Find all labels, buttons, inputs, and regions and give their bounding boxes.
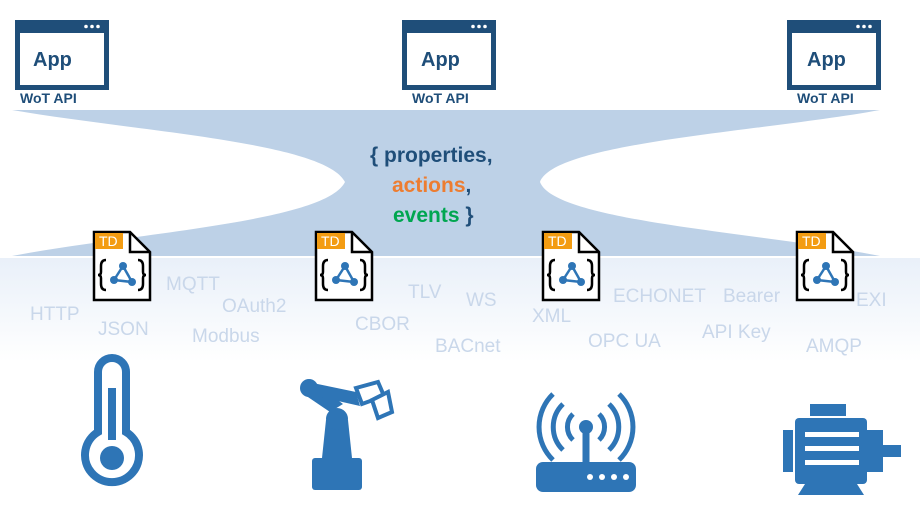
protocol-label: TLV: [408, 282, 442, 303]
app-window-right: App WoT API: [787, 20, 881, 106]
protocol-label: API Key: [702, 322, 771, 343]
protocol-label: OPC UA: [588, 331, 661, 352]
app-label: App: [33, 49, 72, 71]
protocol-label: JSON: [98, 319, 149, 340]
window-dot-icon: [483, 24, 487, 29]
comma: ,: [487, 144, 493, 167]
protocol-labels: HTTP JSON MQTT OAuth2 Modbus TLV WS CBOR…: [30, 274, 887, 357]
td-label: TD: [548, 233, 567, 249]
window-dot-icon: [84, 24, 88, 29]
brace-close: }: [460, 204, 474, 227]
td-badge: [317, 233, 345, 249]
events-label: events: [393, 204, 460, 227]
window-dot-icon: [471, 24, 475, 29]
td-label: TD: [99, 233, 118, 249]
app-label: App: [807, 49, 846, 71]
window-dot-icon: [868, 24, 872, 29]
properties-line: { properties,: [370, 144, 493, 167]
properties-label: properties: [384, 144, 487, 167]
interaction-affordances: { properties, actions, events }: [370, 144, 493, 227]
interaction-band: [12, 110, 880, 256]
wot-api-label: WoT API: [797, 90, 854, 106]
window-dot-icon: [856, 24, 860, 29]
app-window-pane: [792, 33, 876, 85]
protocol-band: [0, 258, 920, 362]
protocol-label: ECHONET: [613, 286, 706, 307]
window-dot-icon: [477, 24, 481, 29]
protocol-label: Modbus: [192, 326, 260, 347]
protocol-label: Bearer: [723, 286, 781, 307]
protocol-label: EXI: [856, 290, 887, 311]
window-dot-icon: [96, 24, 100, 29]
thermometer-icon: [81, 354, 143, 487]
brace-open: {: [370, 144, 384, 167]
actions-label: actions: [392, 174, 466, 197]
wot-api-label: WoT API: [20, 90, 77, 106]
actions-line: actions,: [392, 174, 471, 197]
protocol-label: OAuth2: [222, 296, 286, 317]
td-document-icon: TD: [795, 230, 855, 302]
window-dot-icon: [862, 24, 866, 29]
td-document-icon: TD: [92, 230, 152, 302]
td-label: TD: [321, 233, 340, 249]
protocol-label: MQTT: [166, 274, 220, 295]
protocol-label: CBOR: [355, 314, 410, 335]
motor-icon: [783, 404, 901, 495]
protocol-label: AMQP: [806, 336, 862, 357]
td-badge: [95, 233, 123, 249]
window-dot-icon: [90, 24, 94, 29]
td-document-icon: TD: [314, 230, 374, 302]
app-window-pane: [407, 33, 491, 85]
router-icon: [536, 392, 636, 492]
app-label: App: [421, 49, 460, 71]
protocol-label: BACnet: [435, 336, 501, 357]
td-badge: [798, 233, 826, 249]
robot-arm-icon: [300, 379, 395, 490]
wot-api-label: WoT API: [412, 90, 469, 106]
protocol-label: XML: [532, 306, 571, 327]
comma: ,: [466, 174, 472, 197]
td-document-icon: TD: [541, 230, 601, 302]
events-line: events }: [393, 204, 474, 227]
app-window-center: App WoT API: [402, 20, 496, 106]
td-label: TD: [802, 233, 821, 249]
app-window-pane: [20, 33, 104, 85]
td-badge: [544, 233, 572, 249]
protocol-label: HTTP: [30, 304, 80, 325]
app-window-left: App WoT API: [15, 20, 109, 106]
protocol-label: WS: [466, 290, 497, 311]
